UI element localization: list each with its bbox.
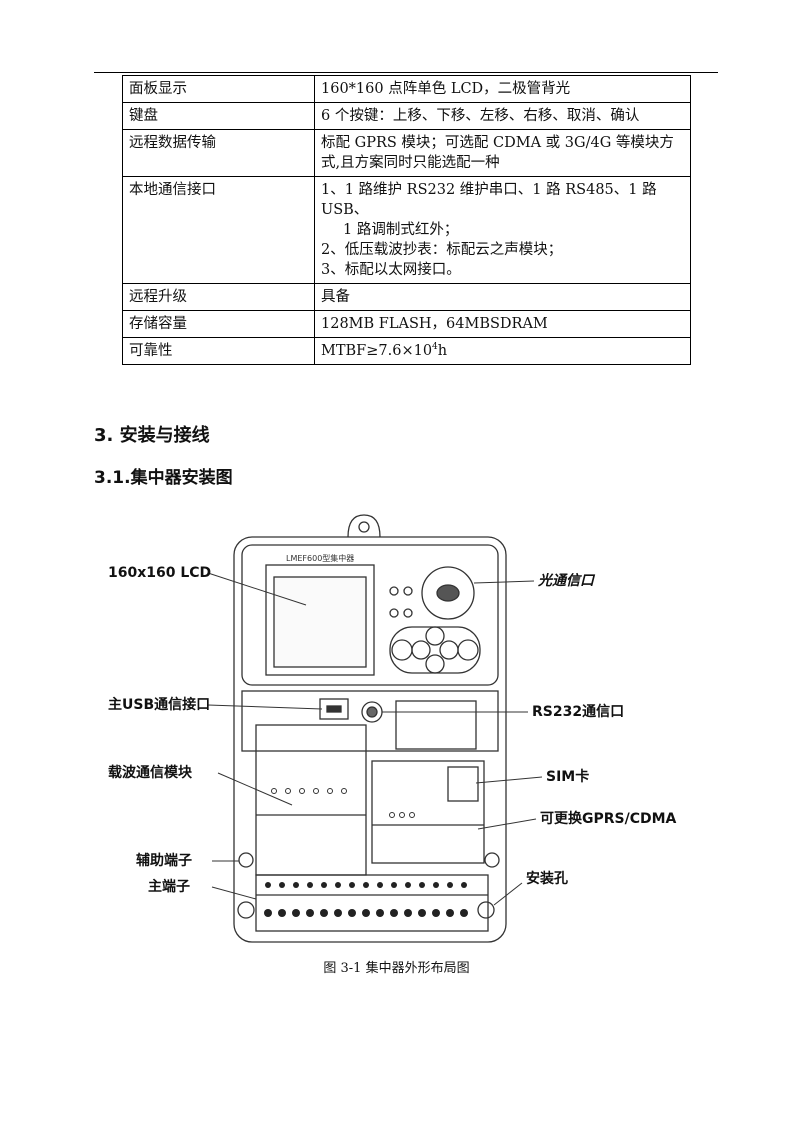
spec-value: 6 个按键：上移、下移、左移、右移、取消、确认 <box>314 102 691 130</box>
concentrator-diagram: LMEF600型集中器 160x160 LCD 光通信口 主USB通信接口 RS… <box>96 505 696 945</box>
table-row: 远程升级 具备 <box>122 283 691 311</box>
device-drawing: LMEF600型集中器 160x160 LCD 光通信口 主USB通信接口 RS… <box>108 514 677 943</box>
spec-key: 远程升级 <box>122 283 315 311</box>
spec-value: 1、1 路维护 RS232 维护串口、1 路 RS485、1 路 USB、 1 … <box>314 176 691 284</box>
label-optical-port: 光通信口 <box>537 572 596 589</box>
label-gprs: 可更换GPRS/CDMA <box>540 810 677 827</box>
label-rs232: RS232通信口 <box>532 703 624 720</box>
table-row: 键盘 6 个按键：上移、下移、左移、右移、取消、确认 <box>122 102 691 130</box>
terminal-screws <box>264 882 468 917</box>
spec-value: 128MB FLASH，64MBSDRAM <box>314 310 691 338</box>
spec-table: 面板显示 160*160 点阵单色 LCD，二极管背光 键盘 6 个按键：上移、… <box>122 75 691 365</box>
spec-key: 键盘 <box>122 102 315 130</box>
label-usb: 主USB通信接口 <box>108 696 210 713</box>
table-row: 存储容量 128MB FLASH，64MBSDRAM <box>122 310 691 338</box>
device-body <box>233 536 507 943</box>
label-lcd: 160x160 LCD <box>108 565 211 581</box>
label-carrier-module: 载波通信模块 <box>108 764 193 781</box>
subsection-heading: 3.1.集中器安装图 <box>94 468 233 488</box>
carrier-module <box>255 724 367 876</box>
hanging-tab <box>347 514 381 538</box>
spec-key: 面板显示 <box>122 75 315 103</box>
table-row: 远程数据传输 标配 GPRS 模块；可选配 CDMA 或 3G/4G 等模块方 … <box>122 129 691 177</box>
table-row: 可靠性 MTBF≥7.6×104h <box>122 337 691 365</box>
device-model-label: LMEF600型集中器 <box>286 553 354 563</box>
lcd-frame <box>265 564 375 676</box>
spec-value: MTBF≥7.6×104h <box>314 337 691 365</box>
keypad <box>389 626 481 674</box>
header-rule <box>94 72 718 73</box>
optical-port <box>421 566 475 620</box>
table-row: 面板显示 160*160 点阵单色 LCD，二极管背光 <box>122 75 691 103</box>
spec-key: 可靠性 <box>122 337 315 365</box>
label-main-terminal: 主端子 <box>148 878 190 895</box>
spec-key: 存储容量 <box>122 310 315 338</box>
carrier-leds <box>271 788 415 818</box>
sim-slot <box>447 766 479 802</box>
spec-value: 160*160 点阵单色 LCD，二极管背光 <box>314 75 691 103</box>
table-row: 本地通信接口 1、1 路维护 RS232 维护串口、1 路 RS485、1 路 … <box>122 176 691 284</box>
spec-value: 具备 <box>314 283 691 311</box>
main-terminal-block <box>255 874 489 932</box>
spec-key: 本地通信接口 <box>122 176 315 284</box>
gprs-module <box>371 760 485 864</box>
label-aux-terminal: 辅助端子 <box>136 852 192 869</box>
figure-caption: 图 3-1 集中器外形布局图 <box>323 961 470 976</box>
spec-key: 远程数据传输 <box>122 129 315 177</box>
spec-value: 标配 GPRS 模块；可选配 CDMA 或 3G/4G 等模块方 式,且方案同时… <box>314 129 691 177</box>
aux-terminal <box>238 852 254 868</box>
label-sim: SIM卡 <box>546 768 589 785</box>
lcd-screen <box>273 576 367 668</box>
label-mounting-hole: 安装孔 <box>526 870 568 887</box>
section-heading: 3. 安装与接线 <box>94 425 210 446</box>
mounting-hole <box>237 901 255 919</box>
